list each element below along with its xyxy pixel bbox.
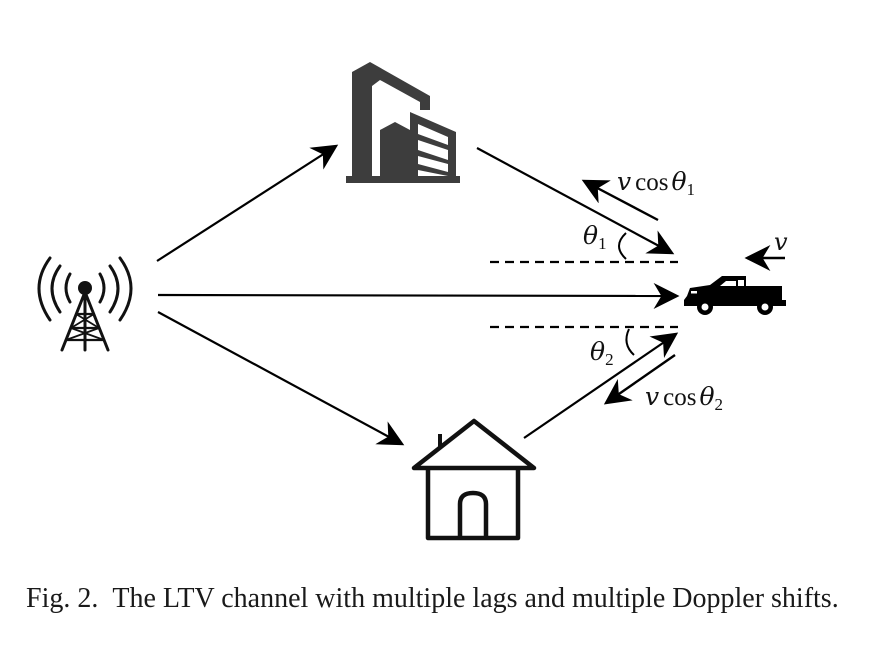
cell-tower-icon	[37, 256, 133, 352]
path-tower-to-house	[157, 311, 405, 446]
label-theta2: θ2	[590, 337, 614, 369]
angle-arc-theta2	[625, 328, 635, 356]
caption-text: The LTV channel with multiple lags and m…	[112, 583, 839, 614]
doppler-arrow-1	[581, 179, 659, 222]
pickup-truck-icon	[684, 276, 786, 315]
figure-number: Fig. 2.	[26, 583, 99, 614]
label-velocity: v	[774, 228, 788, 256]
office-building-icon	[346, 62, 460, 183]
house-icon	[411, 418, 537, 541]
figure-caption: Fig. 2. The LTV channel with multiple lag…	[26, 583, 878, 615]
path-building-to-truck	[476, 147, 675, 255]
path-line-of-sight	[157, 282, 680, 309]
angle-arc-theta1	[618, 232, 627, 260]
path-tower-to-building	[156, 144, 339, 262]
path-house-to-truck	[523, 332, 679, 439]
label-theta1: θ1	[583, 221, 607, 253]
doppler-arrow-2	[603, 354, 676, 405]
